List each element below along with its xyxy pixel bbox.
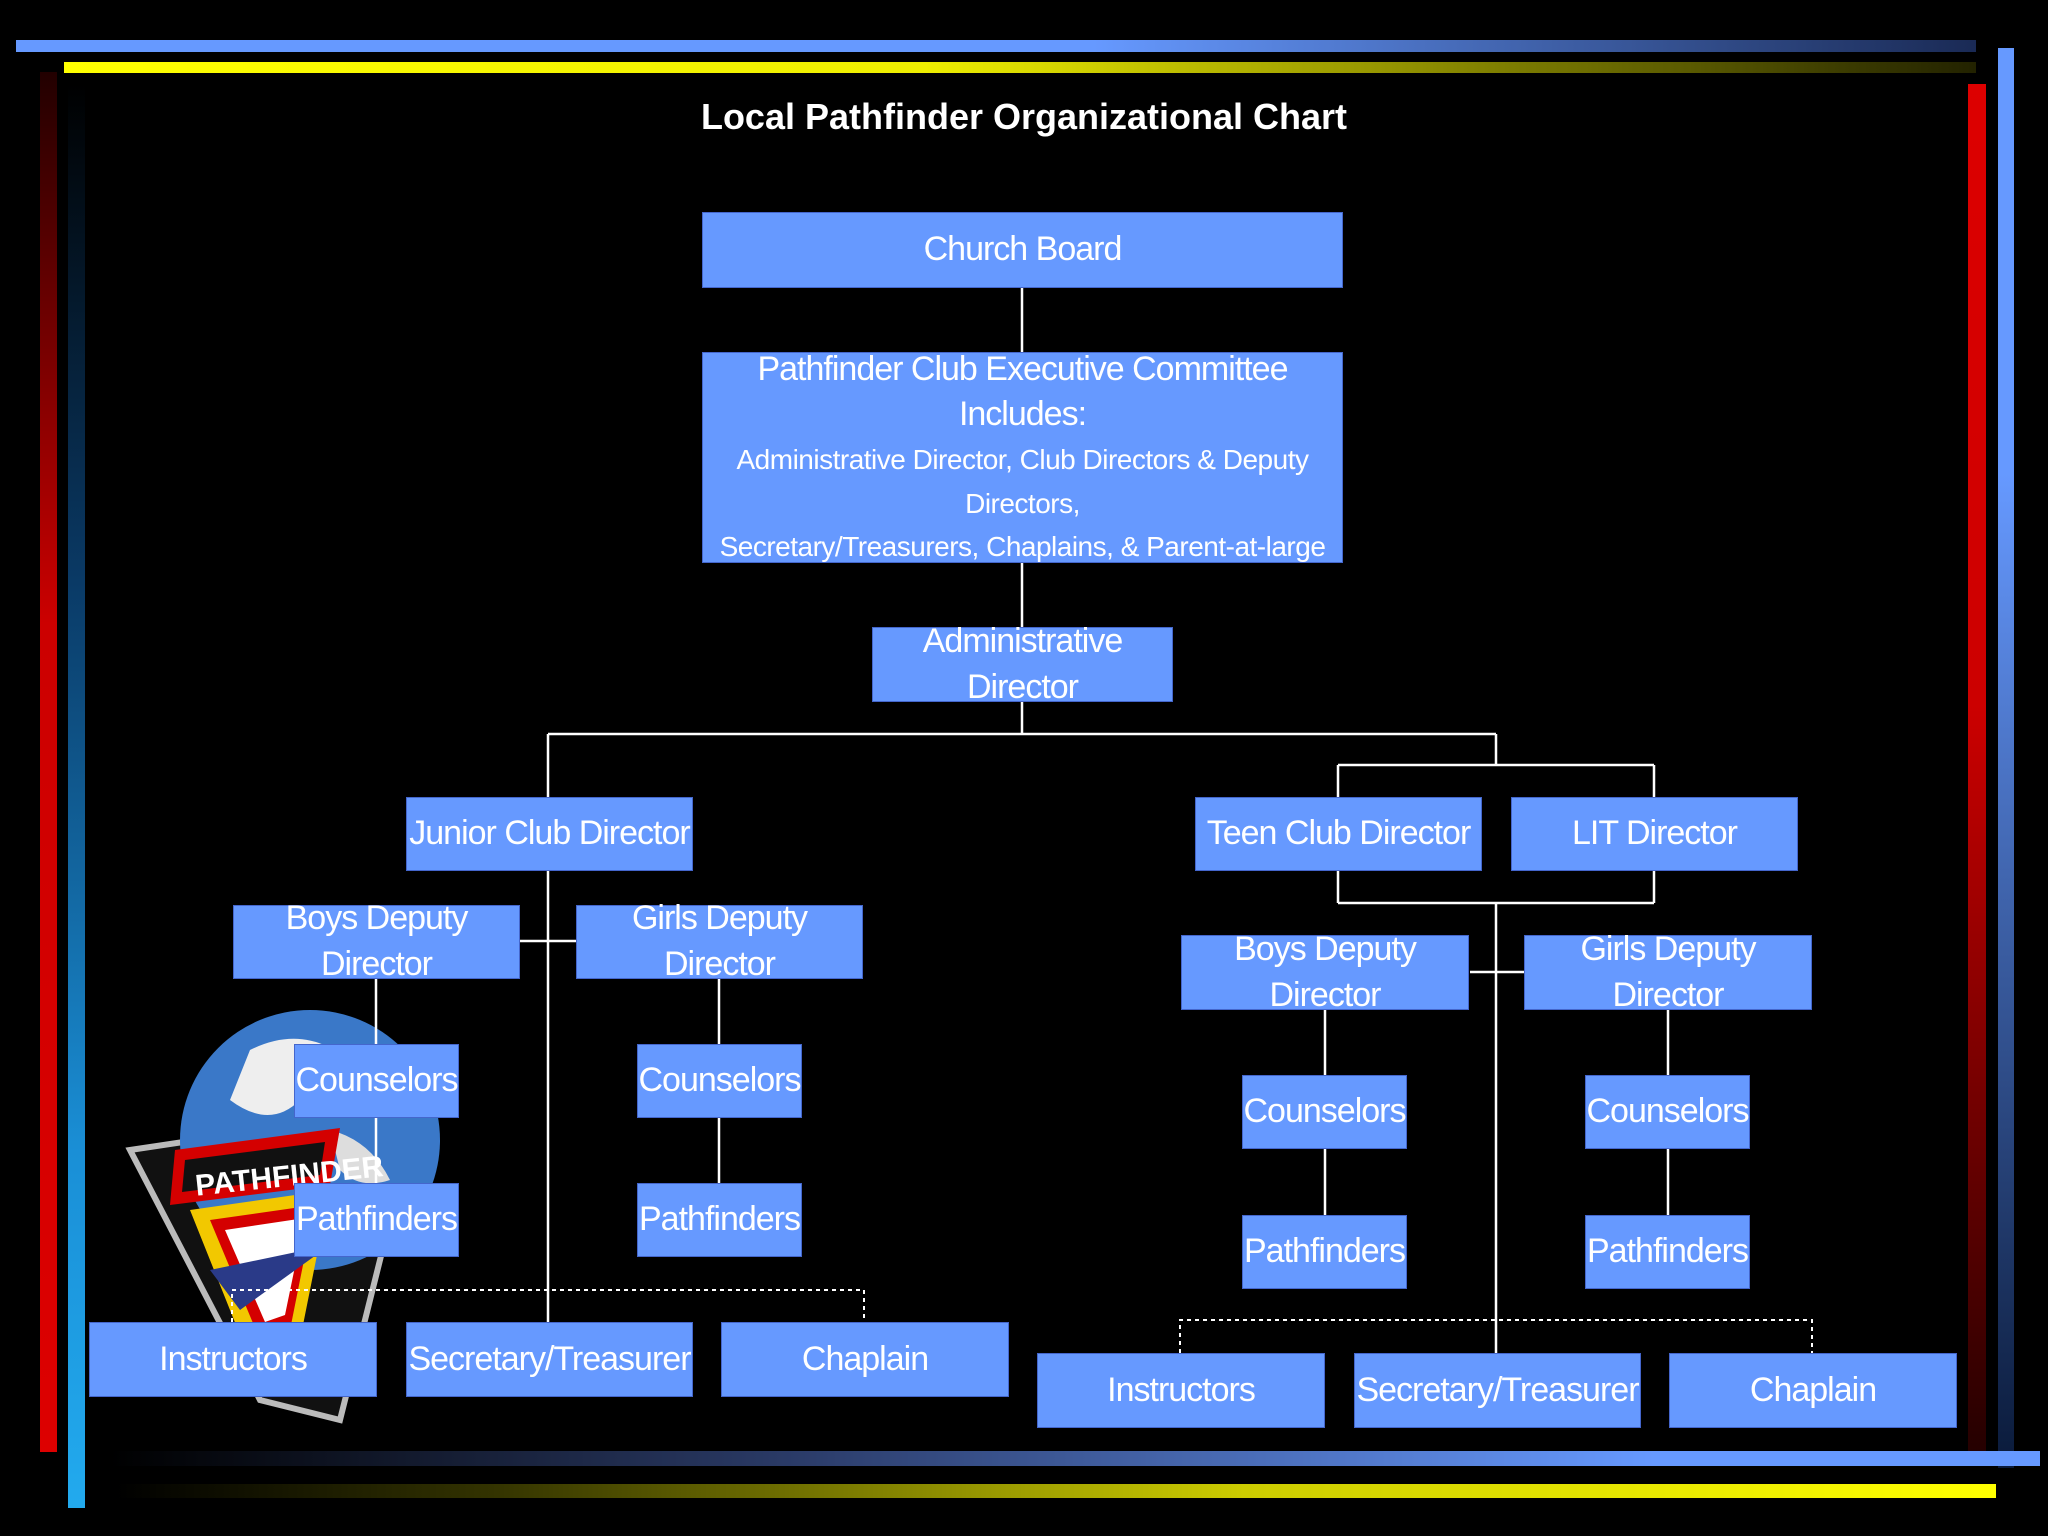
top-blue-bar <box>16 40 1976 52</box>
teen-instructors-box: Instructors <box>1037 1353 1325 1428</box>
junior-girls-pathfinders-box: Pathfinders <box>637 1183 802 1257</box>
junior-boys-counselors-box: Counselors <box>294 1044 459 1118</box>
teen-boys-counselors-box: Counselors <box>1242 1075 1407 1149</box>
executive-committee-box: Pathfinder Club Executive Committee Incl… <box>702 350 1343 563</box>
administrative-director-box: Administrative Director <box>872 622 1173 706</box>
lit-director-box: LIT Director <box>1511 797 1798 871</box>
executive-committee-includes: Includes: <box>958 395 1087 434</box>
teen-girls-deputy-box: Girls Deputy Director <box>1524 930 1812 1014</box>
right-blue-bar <box>1998 48 2014 1468</box>
church-board-box: Church Board <box>702 212 1343 288</box>
bottom-blue-bar <box>110 1451 2040 1466</box>
junior-chaplain-box: Chaplain <box>721 1322 1009 1397</box>
junior-secretary-treasurer-box: Secretary/Treasurer <box>406 1322 693 1397</box>
left-red-bar <box>40 72 57 1452</box>
right-red-bar <box>1968 84 1986 1464</box>
teen-girls-counselors-box: Counselors <box>1585 1075 1750 1149</box>
teen-boys-deputy-box: Boys Deputy Director <box>1181 930 1469 1014</box>
chart-title: Local Pathfinder Organizational Chart <box>700 96 1348 137</box>
executive-committee-members-1: Administrative Director, Club Directors … <box>736 444 1309 519</box>
junior-boys-pathfinders-box: Pathfinders <box>294 1183 459 1257</box>
bottom-yellow-bar <box>116 1484 1996 1498</box>
teen-boys-pathfinders-box: Pathfinders <box>1242 1215 1407 1289</box>
left-blue-bar <box>68 84 85 1508</box>
junior-girls-deputy-box: Girls Deputy Director <box>576 899 863 983</box>
top-yellow-bar <box>64 62 1976 73</box>
executive-committee-title: Pathfinder Club Executive Committee <box>757 349 1288 388</box>
teen-club-director-box: Teen Club Director <box>1195 797 1482 871</box>
teen-secretary-treasurer-box: Secretary/Treasurer <box>1354 1353 1641 1428</box>
teen-chaplain-box: Chaplain <box>1669 1353 1957 1428</box>
executive-committee-members-2: Secretary/Treasurers, Chaplains, & Paren… <box>719 531 1326 563</box>
junior-instructors-box: Instructors <box>89 1322 377 1397</box>
junior-club-director-box: Junior Club Director <box>406 797 693 871</box>
junior-boys-deputy-box: Boys Deputy Director <box>233 899 520 983</box>
junior-girls-counselors-box: Counselors <box>637 1044 802 1118</box>
teen-girls-pathfinders-box: Pathfinders <box>1585 1215 1750 1289</box>
